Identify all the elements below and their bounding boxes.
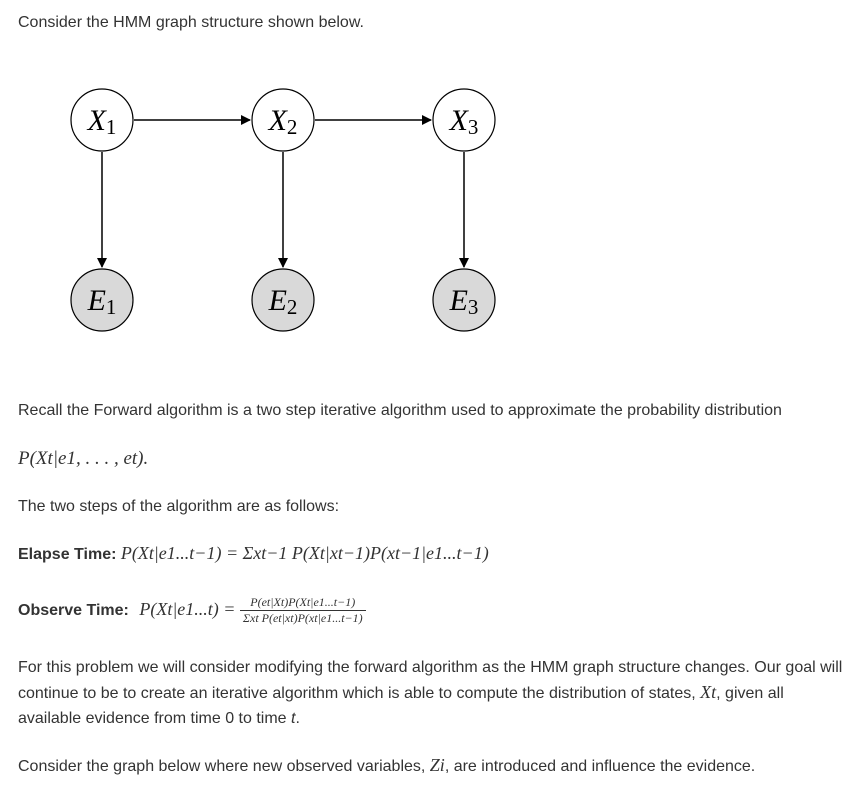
problem-text: For this problem we will consider modify… xyxy=(18,659,843,727)
observe-time-lhs: P(Xt|e1...t) = xyxy=(139,599,236,619)
svg-text:E2: E2 xyxy=(268,284,298,319)
consider-text: Consider the graph below where new obser… xyxy=(18,755,756,775)
svg-text:E3: E3 xyxy=(449,284,479,319)
target-formula: P(Xt|e1, . . . , et). xyxy=(18,448,149,469)
observed-variable: Zi xyxy=(429,755,445,775)
elapse-time-formula: P(Xt|e1...t−1) = Σxt−1 P(Xt|xt−1)P(xt−1|… xyxy=(120,543,489,563)
node-e1: E1 xyxy=(70,268,134,332)
elapse-time-line: Elapse Time: P(Xt|e1...t−1) = Σxt−1 P(Xt… xyxy=(18,541,489,567)
observe-time-line: Observe Time: P(Xt|e1...t) = P(et|Xt)P(X… xyxy=(18,590,366,630)
hmm-graph: X1 X2 X3 E1 E2 E3 xyxy=(70,88,496,332)
state-variable: Xt xyxy=(700,682,717,702)
time-variable: t xyxy=(291,710,296,727)
observe-time-label: Observe Time: xyxy=(18,602,129,619)
observe-numerator: P(et|Xt)P(Xt|e1...t−1) xyxy=(239,595,366,612)
svg-text:E1: E1 xyxy=(87,284,117,319)
steps-intro: The two steps of the algorithm are as fo… xyxy=(18,498,340,515)
node-x1: X1 xyxy=(70,88,134,152)
node-e2: E2 xyxy=(251,268,315,332)
observe-time-fraction: P(et|Xt)P(Xt|e1...t−1) Σxt P(et|xt)P(xt|… xyxy=(239,595,366,626)
node-e3: E3 xyxy=(432,268,496,332)
observe-denominator: Σxt P(et|xt)P(xt|e1...t−1) xyxy=(242,611,363,626)
node-x2: X2 xyxy=(251,88,315,152)
svg-text:X1: X1 xyxy=(87,104,117,139)
recall-text: Recall the Forward algorithm is a two st… xyxy=(18,402,782,419)
svg-text:X2: X2 xyxy=(268,104,298,139)
elapse-time-label: Elapse Time: xyxy=(18,546,117,563)
node-x3: X3 xyxy=(432,88,496,152)
svg-text:X3: X3 xyxy=(449,104,479,139)
intro-text: Consider the HMM graph structure shown b… xyxy=(18,14,364,31)
